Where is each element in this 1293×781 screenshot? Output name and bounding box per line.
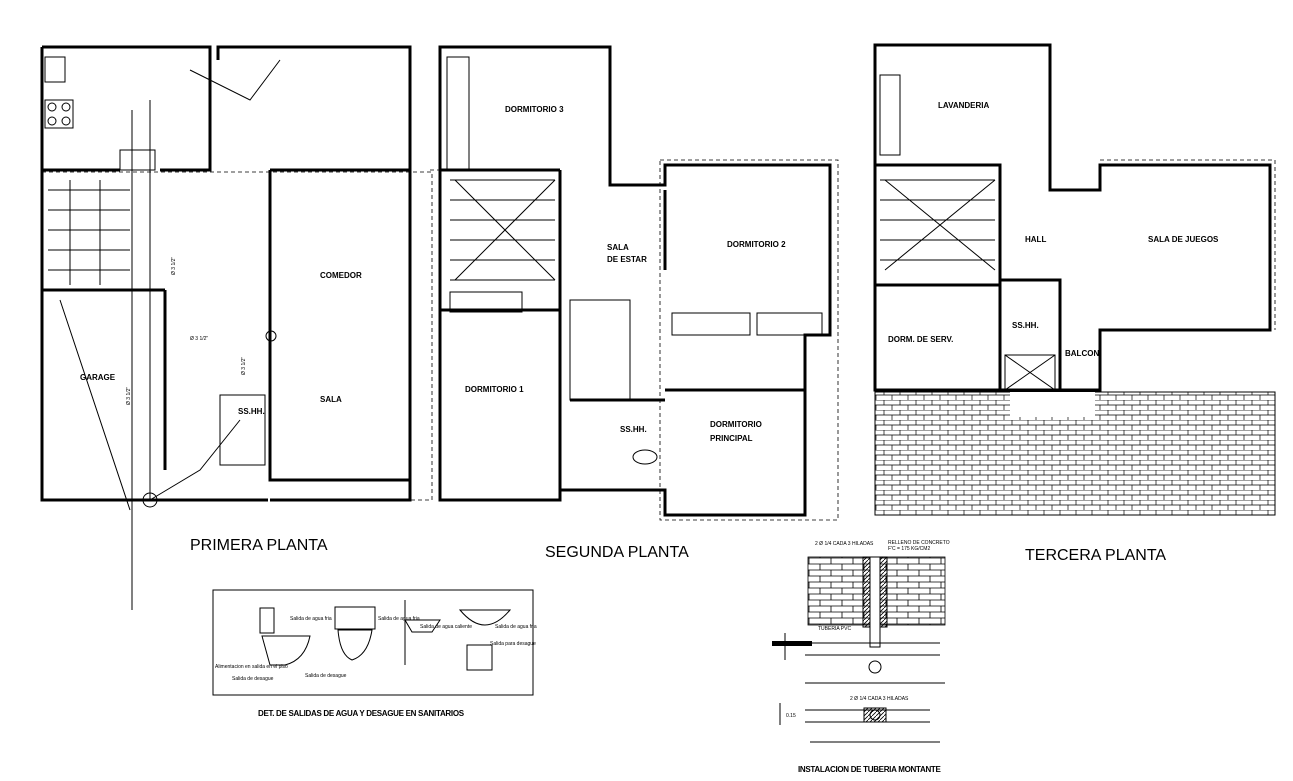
detail-label: TUBERIA PVC	[818, 626, 851, 632]
room-label: COMEDOR	[320, 271, 362, 280]
detail-label: Salida de agua fria	[378, 616, 420, 622]
detail-montante: 2 Ø 1/4 CADA 3 HILADAS RELLENO DE CONCRE…	[772, 540, 950, 774]
dimension-note: Ø 3 1/2"	[190, 336, 208, 342]
room-label: BALCON	[1065, 349, 1099, 358]
detail-label: 0.15	[786, 713, 796, 719]
dimension-note: Ø 3 1/2"	[241, 357, 247, 375]
room-label: HALL	[1025, 235, 1046, 244]
room-label: DORM. DE SERV.	[888, 335, 953, 344]
room-label: SALA DE JUEGOS	[1148, 235, 1219, 244]
room-label: DE ESTAR	[607, 255, 647, 264]
plan-segunda-planta: DORMITORIO 3 SALA DE ESTAR DORMITORIO 2 …	[430, 45, 839, 561]
detail-label: Salida de desague	[305, 673, 347, 679]
detail-sanitarios: Salida de agua fria Salida de agua fria …	[212, 589, 537, 718]
room-label: SS.HH.	[1012, 321, 1039, 330]
room-label: PRINCIPAL	[710, 434, 753, 443]
detail-label: Salida para desague	[490, 641, 536, 647]
room-label: SS.HH.	[620, 425, 647, 434]
plan-tercera-planta: LAVANDERIA HALL SALA DE JUEGOS DORM. DE …	[873, 43, 1276, 564]
dimension-note: Ø 3 1/2"	[126, 387, 132, 405]
plan-primera-planta: COMEDOR SALA GARAGE SS.HH. Ø 3 1/2" Ø 3 …	[40, 45, 433, 610]
room-label: LAVANDERIA	[938, 101, 989, 110]
plan-title: SEGUNDA PLANTA	[545, 544, 689, 561]
detail-label: Salida de desague	[232, 676, 274, 682]
plan-title: PRIMERA PLANTA	[190, 537, 328, 554]
detail-label: 2 Ø 1/4 CADA 3 HILADAS	[850, 696, 909, 702]
room-label: DORMITORIO 1	[465, 385, 524, 394]
detail-caption: DET. DE SALIDAS DE AGUA Y DESAGUE EN SAN…	[258, 709, 465, 718]
room-label: SS.HH.	[238, 407, 265, 416]
room-label: DORMITORIO 3	[505, 105, 564, 114]
dimension-note: Ø 3 1/2"	[171, 257, 177, 275]
room-label: GARAGE	[80, 373, 116, 382]
plan-title: TERCERA PLANTA	[1025, 547, 1166, 564]
room-label: DORMITORIO	[710, 420, 762, 429]
detail-caption: INSTALACION DE TUBERIA MONTANTE	[798, 765, 942, 774]
detail-label: Alimentacion en salida en el piso	[215, 664, 288, 670]
detail-label: F'C = 175 KG/CM2	[888, 546, 930, 552]
room-label: SALA	[607, 243, 629, 252]
room-label: DORMITORIO 2	[727, 240, 786, 249]
detail-label: 2 Ø 1/4 CADA 3 HILADAS	[815, 541, 874, 547]
detail-label: Salida de agua fria	[290, 616, 332, 622]
room-label: SALA	[320, 395, 342, 404]
detail-label: RELLENO DE CONCRETO	[888, 540, 950, 546]
detail-label: Salida de agua fria	[495, 624, 537, 630]
detail-label: Salida de agua caliente	[420, 624, 472, 630]
